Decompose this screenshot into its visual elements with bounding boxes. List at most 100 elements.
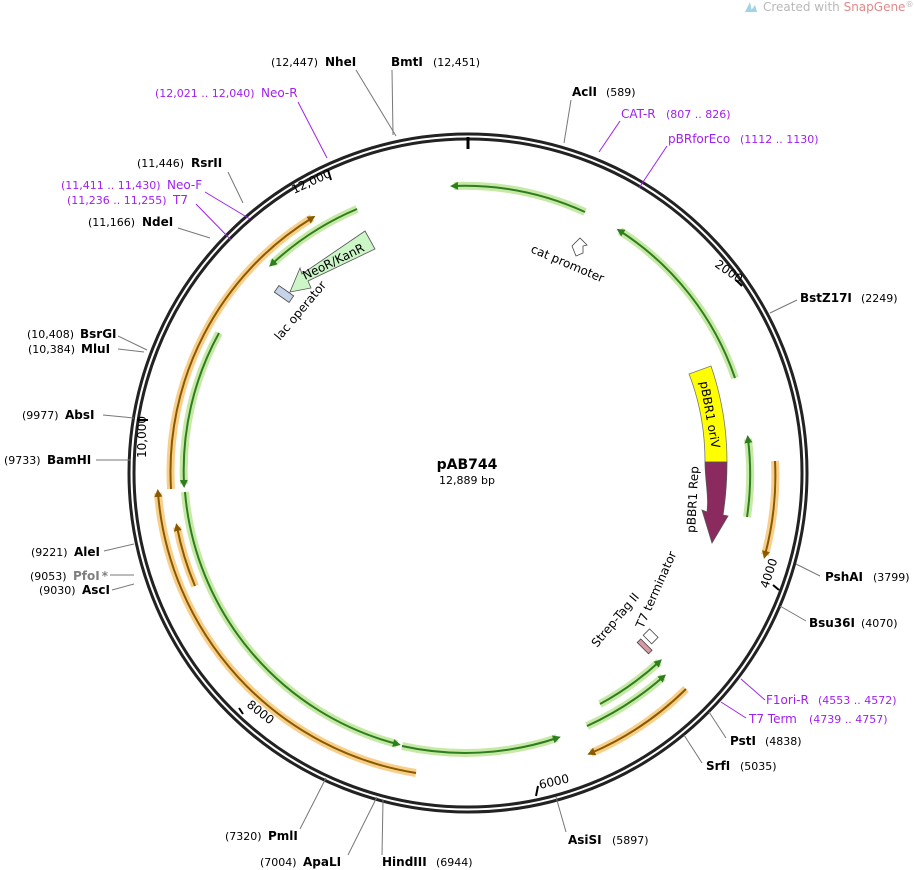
primer-f1ori-r-pos: (4553 .. 4572) (818, 694, 897, 707)
site-acli-pos: (589) (606, 86, 636, 99)
site-leaders (96, 69, 821, 856)
cat-gene-arc[interactable] (453, 181, 587, 216)
primer-neo-r[interactable]: (12,021 .. 12,040) Neo-R (155, 86, 298, 100)
primer-f1ori-r-name: F1ori-R (766, 693, 809, 707)
primer-neo-f[interactable]: (11,411 .. 11,430) Neo-F (61, 178, 202, 192)
feature-labels: cat promoter NeoR/KanR lac operator pBBR… (272, 241, 723, 650)
site-pshai-name: PshAI (825, 570, 863, 584)
primer-neo-r-pos: (12,021 .. 12,040) (155, 87, 255, 100)
t7-terminator-feature[interactable] (642, 628, 659, 645)
site-rsrii[interactable]: (11,446) RsrII (137, 156, 222, 170)
site-alei-name: AleI (74, 545, 100, 559)
site-asci-name: AscI (82, 583, 110, 597)
tick-8000 (238, 707, 244, 715)
site-psti-name: PstI (730, 734, 756, 748)
pbbr1-rep-feature[interactable] (701, 461, 729, 544)
cat-promoter-label: cat promoter (529, 242, 606, 285)
site-alei[interactable]: (9221) AleI (31, 545, 100, 559)
orange-bottom-long-arc[interactable] (154, 492, 417, 777)
site-mlui[interactable]: (10,384) MluI (28, 342, 110, 356)
site-acli-name: AclI (572, 85, 597, 99)
site-psti-pos: (4838) (765, 735, 802, 748)
pbbr1-rep-label: pBBR1 Rep (684, 466, 701, 533)
site-apali[interactable]: (7004) ApaLI (260, 855, 341, 869)
primer-cat-r[interactable]: CAT-R (807 .. 826) (621, 107, 731, 121)
site-rsrii-name: RsrII (191, 156, 222, 170)
site-srfi[interactable]: SrfI (5035) (706, 759, 777, 773)
site-bstz17i-pos: (2249) (861, 292, 898, 305)
site-acli[interactable]: AclI (589) (572, 85, 636, 99)
site-ndei-pos: (11,166) (88, 216, 135, 229)
site-ndei[interactable]: (11,166) NdeI (88, 215, 173, 229)
site-bstz17i[interactable]: BstZ17I (2249) (800, 291, 898, 305)
svg-text:Created with SnapGene®: Created with SnapGene® (763, 0, 913, 14)
primer-t7-name: T7 (172, 193, 188, 207)
site-pfoi-name: PfoI (73, 569, 100, 583)
site-psti[interactable]: PstI (4838) (730, 734, 802, 748)
site-pfoi-pos: (9053) (30, 570, 67, 583)
t7-terminator-label: T7 terminator (633, 549, 680, 631)
site-pshai-pos: (3799) (873, 571, 910, 584)
site-pfoi-star: * (102, 569, 109, 583)
site-absi[interactable]: (9977) AbsI (22, 408, 94, 422)
site-bamhi-name: BamHI (47, 453, 91, 467)
neor-kanr-feature[interactable] (289, 230, 376, 293)
primer-t7-pos: (11,236 .. 11,255) (67, 194, 167, 207)
site-bmti-pos: (12,451) (433, 56, 480, 69)
svg-text:PfoI*: PfoI* (73, 569, 109, 583)
primer-neo-f-name: Neo-F (167, 178, 202, 192)
snapgene-logo-icon (745, 2, 757, 12)
site-srfi-name: SrfI (706, 759, 730, 773)
site-asisi-pos: (5897) (612, 834, 649, 847)
site-bamhi[interactable]: (9733) BamHI (4, 453, 91, 467)
site-asisi-name: AsiSI (568, 833, 602, 847)
plasmid-name: pAB744 (437, 457, 498, 473)
tick-label-4000: 4000 (758, 557, 781, 590)
primers: (12,021 .. 12,040) Neo-R CAT-R (807 .. 8… (61, 86, 897, 726)
site-apali-name: ApaLI (303, 855, 341, 869)
site-pmli[interactable]: (7320) PmlI (225, 829, 298, 843)
plasmid-size: 12,889 bp (439, 474, 495, 487)
site-asisi[interactable]: AsiSI (5897) (568, 833, 649, 847)
site-bsu36i[interactable]: Bsu36I (4070) (809, 616, 898, 630)
site-ndei-name: NdeI (142, 215, 173, 229)
site-hindiii-name: HindIII (382, 855, 427, 869)
primer-neo-f-pos: (11,411 .. 11,430) (61, 179, 161, 192)
site-bstz17i-name: BstZ17I (800, 291, 852, 305)
primer-leaders (195, 101, 766, 719)
site-bsu36i-pos: (4070) (861, 617, 898, 630)
site-pmli-name: PmlI (268, 829, 298, 843)
site-apali-pos: (7004) (260, 856, 297, 869)
restriction-sites: (12,447) NheI BmtI (12,451) AclI (589) (… (4, 55, 910, 869)
site-absi-name: AbsI (65, 408, 94, 422)
lac-operator-feature[interactable] (273, 285, 295, 303)
primer-neo-r-name: Neo-R (261, 86, 298, 100)
cat-promoter-feature[interactable] (571, 237, 588, 257)
site-hindiii-pos: (6944) (436, 856, 473, 869)
site-bsrgi[interactable]: (10,408) BsrGI (27, 327, 117, 341)
plasmid-backbone (127, 132, 809, 814)
tick-6000 (535, 785, 539, 797)
primer-pbrforeco[interactable]: pBRforEco (1112 .. 1130) (668, 132, 819, 146)
site-mlui-pos: (10,384) (28, 343, 75, 356)
tick-2000 (735, 279, 743, 287)
strep-tag-feature[interactable] (636, 638, 653, 655)
primer-f1ori-r[interactable]: F1ori-R (4553 .. 4572) (766, 693, 897, 707)
orange-left-long-arc[interactable] (166, 214, 315, 490)
site-nhei[interactable]: (12,447) NheI (271, 55, 356, 69)
long-orf-arc[interactable] (181, 491, 399, 748)
site-pfoi[interactable]: (9053) PfoI* (30, 569, 109, 583)
left-orf-arc[interactable] (179, 331, 223, 485)
primer-t7[interactable]: (11,236 .. 11,255) T7 (67, 193, 188, 207)
orange-features (154, 214, 780, 777)
neor-kanr-label: NeoR/KanR (300, 241, 366, 283)
site-bmti[interactable]: BmtI (12,451) (391, 55, 480, 69)
site-asci[interactable]: (9030) AscI (39, 583, 110, 597)
tick-4000 (772, 584, 780, 591)
site-hindiii[interactable]: HindIII (6944) (382, 855, 473, 869)
tick-12000 (327, 169, 332, 181)
primer-t7-term[interactable]: T7 Term (4739 .. 4757) (748, 712, 888, 726)
primer-pbrforeco-name: pBRforEco (668, 132, 730, 146)
site-pshai[interactable]: PshAI (3799) (825, 570, 910, 584)
